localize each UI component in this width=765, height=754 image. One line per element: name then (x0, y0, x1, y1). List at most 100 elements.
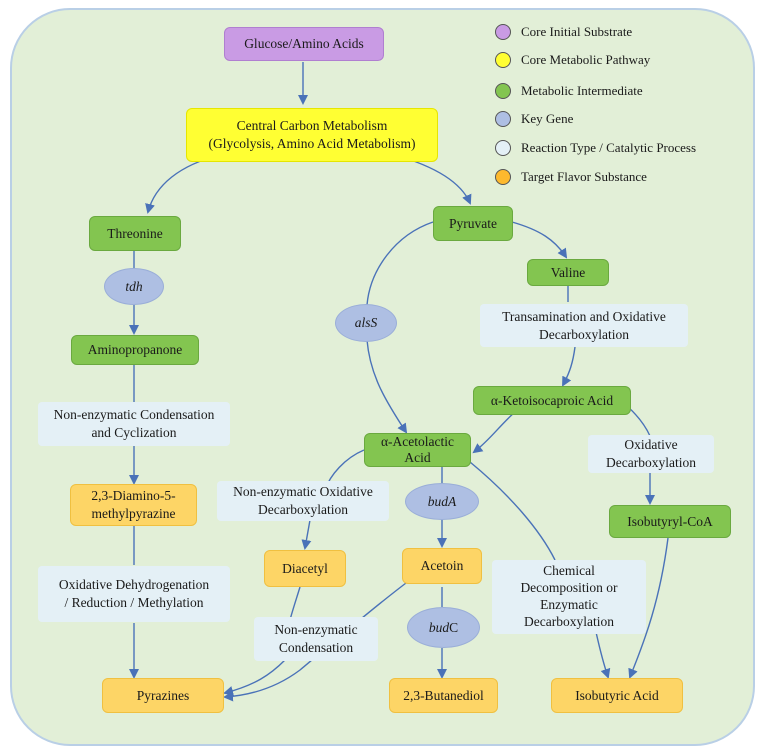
legend-item-reaction: Reaction Type / Catalytic Process (495, 138, 696, 158)
node-acetoin: Acetoin (402, 548, 482, 584)
gene-label: budA (427, 493, 457, 509)
process-nonenzymatic-condensation: Non-enzymatic Condensation (254, 617, 378, 661)
node-label: methylpyrazine (91, 506, 176, 521)
legend-swatch-icon (495, 111, 511, 127)
legend-swatch-icon (495, 140, 511, 156)
node-acetolactic-acid: α-Acetolactic Acid (364, 433, 471, 467)
process-label: Non-enzymatic Condensation (53, 407, 215, 423)
process-oxidative-decarboxylation: Oxidative Decarboxylation (588, 435, 714, 473)
node-threonine: Threonine (89, 216, 181, 251)
node-diamino-methylpyrazine: 2,3-Diamino-5- methylpyrazine (70, 484, 197, 526)
legend-label: Key Gene (521, 111, 574, 126)
process-label: Decarboxylation (524, 613, 614, 629)
legend-swatch-icon (495, 24, 511, 40)
gene-tdh: tdh (104, 268, 164, 305)
process-label: Decomposition or (520, 580, 618, 596)
legend-label: Reaction Type / Catalytic Process (521, 140, 697, 155)
node-label: 2,3-Diamino-5- (91, 488, 176, 504)
legend-label: Target Flavor Substance (521, 169, 647, 184)
node-label: Glucose/Amino Acids (244, 36, 364, 52)
arrow-central-threonine (145, 154, 221, 214)
legend-swatch-icon (495, 169, 511, 185)
process-label: Condensation (278, 640, 354, 655)
legend-item-substrate: Core Initial Substrate (495, 22, 632, 42)
node-pyruvate: Pyruvate (433, 206, 513, 241)
arrow-central-pyruvate (394, 154, 472, 205)
node-label: (Glycolysis, Amino Acid Metabolism) (208, 136, 416, 151)
node-pyrazines: Pyrazines (102, 678, 224, 713)
legend-item-gene: Key Gene (495, 109, 573, 129)
node-label: Isobutyryl-CoA (627, 513, 713, 529)
arrow-pyruvate-valine (511, 221, 568, 259)
node-valine: Valine (527, 259, 609, 286)
process-label: Oxidative Dehydrogenation (58, 577, 210, 593)
line-acetolactic-process2 (469, 461, 556, 561)
process-nonenzymatic-condensation-cyclization: Non-enzymatic Condensation and Cyclizati… (38, 402, 230, 446)
process-chemical-decomposition-enzymatic-decarboxylation: Chemical Decomposition or Enzymatic Deca… (492, 560, 646, 634)
node-label: Aminopropanone (87, 342, 183, 358)
arrow-alss-acetolactic (366, 339, 408, 434)
node-label: Pyruvate (449, 215, 497, 231)
node-ketoisocaproic-acid: α-Ketoisocaproic Acid (473, 386, 631, 415)
process-label: Transamination and Oxidative (502, 308, 666, 324)
node-label: α-Acetolactic (380, 434, 455, 450)
gene-alss: alsS (335, 304, 397, 342)
gene-label: budC (429, 619, 458, 637)
node-butanediol: 2,3-Butanediol (389, 678, 498, 713)
node-diacetyl: Diacetyl (264, 550, 346, 587)
legend-label: Metabolic Intermediate (521, 83, 643, 98)
arrow-process-isobutyric (595, 631, 611, 679)
node-aminopropanone: Aminopropanone (71, 335, 199, 365)
process-label: Non-enzymatic Oxidative (233, 484, 373, 500)
gene-label: tdh (125, 278, 143, 294)
process-label: Non-enzymatic (274, 622, 358, 638)
node-glucose-amino-acids: Glucose/Amino Acids (224, 27, 384, 61)
arrow-process-ketoisocaproic (562, 346, 576, 387)
arrow-isobutyryl-isobutyric (628, 537, 669, 679)
legend-swatch-icon (495, 52, 511, 68)
process-label: Oxidative (624, 437, 678, 453)
legend-item-pathway: Core Metabolic Pathway (495, 50, 650, 70)
process-label: and Cyclization (91, 425, 177, 440)
legend-item-flavor: Target Flavor Substance (495, 167, 647, 187)
process-label: Chemical (543, 563, 595, 579)
node-isobutyric-acid: Isobutyric Acid (551, 678, 683, 713)
node-label: Acid (404, 450, 431, 465)
node-isobutyryl-coa: Isobutyryl-CoA (609, 505, 731, 538)
process-transamination-oxidative-decarboxylation: Transamination and Oxidative Decarboxyla… (480, 304, 688, 347)
gene-label: alsS (354, 315, 378, 331)
arrow-ketoisocaproic-acetolactic (472, 411, 516, 454)
process-label: / Reduction / Methylation (64, 595, 204, 610)
node-label: Diacetyl (282, 560, 328, 576)
process-nonenzymatic-oxidative-decarboxylation: Non-enzymatic Oxidative Decarboxylation (217, 481, 389, 521)
process-label: Decarboxylation (539, 326, 629, 342)
legend-item-intermediate: Metabolic Intermediate (495, 81, 643, 101)
node-central-carbon-metabolism: Central Carbon Metabolism (Glycolysis, A… (186, 108, 438, 162)
arrow-acetoin-pyrazines (223, 579, 411, 702)
legend-label: Core Metabolic Pathway (521, 52, 651, 67)
process-label: Decarboxylation (606, 455, 696, 470)
node-label: Threonine (107, 225, 163, 241)
legend-label: Core Initial Substrate (521, 24, 633, 39)
node-label: Acetoin (420, 558, 464, 574)
node-label: α-Ketoisocaproic Acid (490, 392, 614, 408)
gene-label-italic: bud (428, 619, 450, 635)
arrow-process-pyrazines-1 (223, 659, 286, 696)
arrow-process-diacetyl (301, 519, 312, 550)
node-label: Valine (550, 264, 586, 280)
node-label: Pyrazines (136, 687, 190, 703)
node-label: 2,3-Butanediol (403, 687, 484, 703)
process-oxidative-dehydrogenation: Oxidative Dehydrogenation / Reduction / … (38, 566, 230, 622)
legend-swatch-icon (495, 83, 511, 99)
node-label: Central Carbon Metabolism (236, 118, 388, 134)
node-label: Isobutyric Acid (575, 687, 659, 703)
process-label: Enzymatic (540, 597, 598, 612)
line-diacetyl-process (289, 586, 301, 621)
gene-budc: budC (407, 607, 480, 648)
process-label: Decarboxylation (258, 502, 348, 517)
line-pyruvate-alss (366, 221, 434, 306)
gene-buda: budA (405, 483, 479, 520)
gene-label-suffix: C (449, 619, 459, 635)
